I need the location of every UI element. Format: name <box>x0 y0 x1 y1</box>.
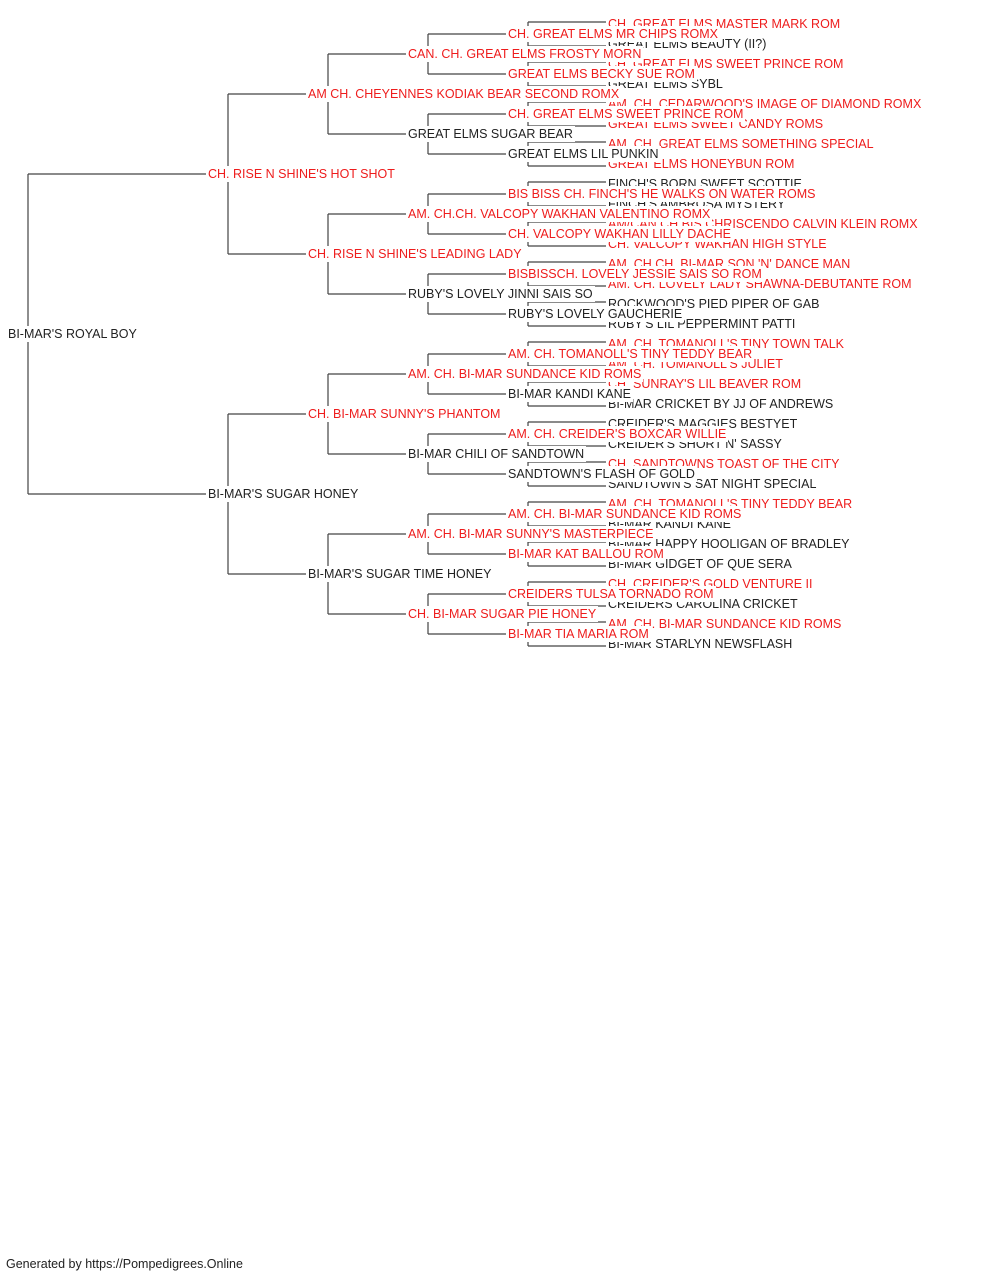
ancestor-name: CH. BI-MAR SUGAR PIE HONEY <box>406 606 599 622</box>
ancestor-name: BIS BISS CH. FINCH'S HE WALKS ON WATER R… <box>506 186 818 202</box>
ancestor-name: CH. BI-MAR SUNNY'S PHANTOM <box>306 406 503 422</box>
ancestor-name: RUBY'S LOVELY JINNI SAIS SO <box>406 286 595 302</box>
ancestor-name: AM. CH. BI-MAR SUNNY'S MASTERPIECE <box>406 526 656 542</box>
ancestor-name: BI-MAR HAPPY HOOLIGAN OF BRADLEY <box>606 536 852 552</box>
ancestor-name: RUBY'S LOVELY GAUCHERIE <box>506 306 685 322</box>
ancestor-name: CH. SUNRAY'S LIL BEAVER ROM <box>606 376 804 392</box>
ancestor-name: AM. CH. BI-MAR SUNDANCE KID ROMS <box>406 366 644 382</box>
ancestor-name: AM. CH. TOMANOLL'S TINY TEDDY BEAR <box>506 346 755 362</box>
ancestor-name: BISBISSCH. LOVELY JESSIE SAIS SO ROM <box>506 266 764 282</box>
ancestor-name: GREAT ELMS BECKY SUE ROM <box>506 66 697 82</box>
ancestor-name: BI-MAR TIA MARIA ROM <box>506 626 651 642</box>
ancestor-name: AM CH. CHEYENNES KODIAK BEAR SECOND ROMX <box>306 86 622 102</box>
ancestor-name: BI-MAR STARLYN NEWSFLASH <box>606 636 795 652</box>
ancestor-name: CH. GREAT ELMS SWEET PRINCE ROM <box>506 106 746 122</box>
ancestor-name: SANDTOWN'S FLASH OF GOLD <box>506 466 697 482</box>
ancestor-name: AM. CH.CH. VALCOPY WAKHAN VALENTINO ROMX <box>406 206 713 222</box>
ancestor-name: BI-MAR KANDI KANE <box>506 386 633 402</box>
ancestor-name: CAN. CH. GREAT ELMS FROSTY MORN <box>406 46 644 62</box>
ancestor-name: CH. RISE N SHINE'S LEADING LADY <box>306 246 524 262</box>
ancestor-name: BI-MAR CRICKET BY JJ OF ANDREWS <box>606 396 836 412</box>
ancestor-name: BI-MAR'S SUGAR HONEY <box>206 486 361 502</box>
ancestor-name: AM. CH. GREAT ELMS SOMETHING SPECIAL <box>606 136 876 152</box>
ancestor-name: CH. RISE N SHINE'S HOT SHOT <box>206 166 397 182</box>
ancestor-name: BI-MAR CHILI OF SANDTOWN <box>406 446 587 462</box>
ancestor-name: BI-MAR'S SUGAR TIME HONEY <box>306 566 494 582</box>
ancestor-name: AM. CH. CREIDER'S BOXCAR WILLIE <box>506 426 729 442</box>
ancestor-name: CH. VALCOPY WAKHAN LILLY DACHE <box>506 226 733 242</box>
subject-dog-name: BI-MAR'S ROYAL BOY <box>6 326 139 342</box>
ancestor-name: AM. CH. BI-MAR SUNDANCE KID ROMS <box>606 616 844 632</box>
ancestor-name: GREAT ELMS SUGAR BEAR <box>406 126 575 142</box>
footer-credit: Generated by https://Pompedigrees.Online <box>6 1257 243 1271</box>
ancestor-name: BI-MAR KAT BALLOU ROM <box>506 546 666 562</box>
ancestor-name: CH. GREAT ELMS MR CHIPS ROMX <box>506 26 720 42</box>
ancestor-name: GREAT ELMS LIL PUNKIN <box>506 146 661 162</box>
ancestor-name: AM. CH. BI-MAR SUNDANCE KID ROMS <box>506 506 744 522</box>
ancestor-name: CREIDERS TULSA TORNADO ROM <box>506 586 716 602</box>
